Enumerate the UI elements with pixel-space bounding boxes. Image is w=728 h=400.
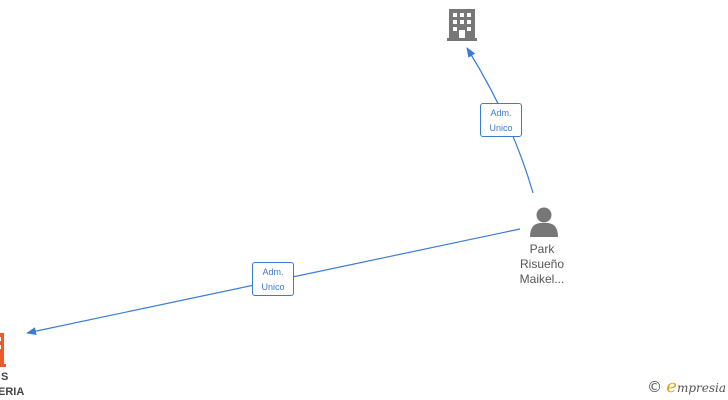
copyright-symbol: © [647, 378, 663, 396]
person-name-label[interactable]: Park Risueño Maikel... [510, 242, 574, 287]
person-icon[interactable] [530, 207, 558, 238]
building-icon[interactable] [447, 9, 477, 41]
edge-label-adm-unico-top[interactable]: Adm. Unico [480, 103, 522, 137]
company-name-line: ERIA [0, 386, 25, 398]
person-name-line: Park [529, 242, 555, 256]
person-name-line: Risueño [519, 257, 565, 271]
person-name-line: Maikel... [519, 272, 565, 286]
edge-label-line: Adm. [490, 108, 512, 118]
edge-label-adm-unico-left[interactable]: Adm. Unico [252, 262, 294, 296]
building-icon[interactable] [0, 333, 6, 367]
company-name-line: S [1, 371, 9, 383]
edge-label-line: Unico [261, 282, 285, 292]
brand-rest: mpresia [676, 381, 726, 395]
company-name-label[interactable]: S ERIA [0, 370, 24, 400]
empresia-brand: © empresia [647, 376, 726, 397]
edge-label-line: Adm. [262, 267, 284, 277]
brand-initial: e [666, 376, 677, 397]
edge-label-line: Unico [489, 123, 513, 133]
